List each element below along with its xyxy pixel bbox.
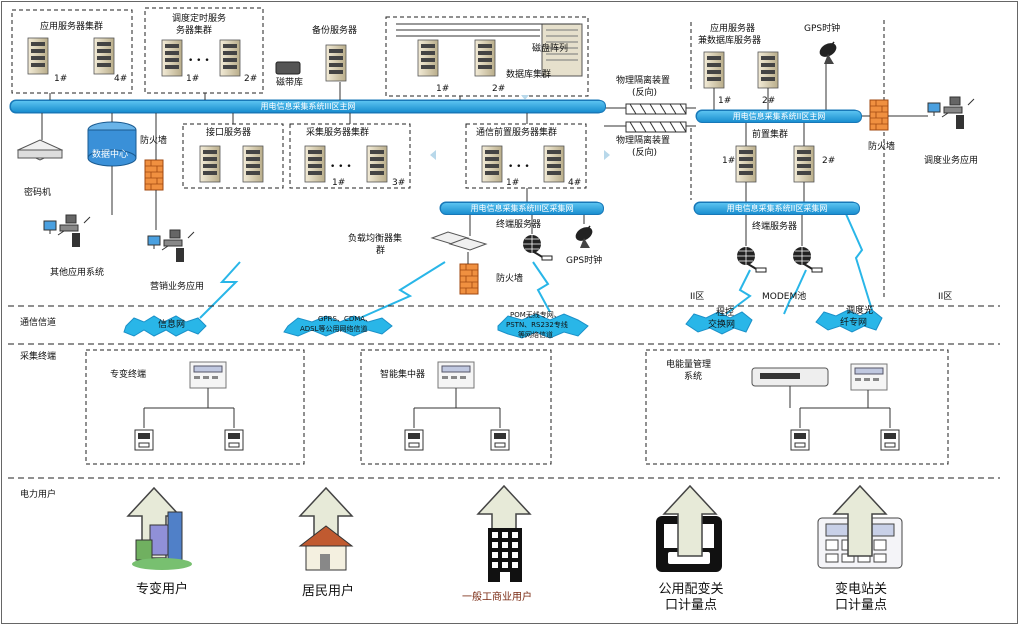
resident-user-label: 居民用户 [301,584,354,599]
collect-num-1: 1# [332,178,346,188]
front-num-2: 2# [822,156,836,166]
tape-library-label: 磁带库 [276,78,304,88]
exchange-net-label-2: 交换网 [708,320,736,330]
dispatch-num-2: 2# [244,74,258,84]
backup-server-label: 备份服务器 [312,26,358,36]
database-cluster-label: 数据库集群 [506,70,552,80]
app-server-num-1: 1# [54,74,68,84]
firewall-right-label: 防火墙 [868,142,896,152]
phys-isolation-2-label-1: 物理隔离装置 [616,136,671,146]
private-net-label-3: 等网络信道 [518,331,553,339]
app-db-num-2: 2# [762,96,776,106]
commercial-user-label: 一般工商业用户 [462,592,532,603]
terminal-server-left-label: 终端服务器 [496,220,542,230]
substation-label-2: 口计量点 [834,598,887,613]
gps-clock-mid-label: GPS时钟 [566,256,603,266]
app-db-cluster-label-1: 应用服务器 [710,24,756,34]
bus-main-iii: 用电信息采集系统III区主网 [10,100,606,113]
dispatch-dots: • • • [188,56,210,66]
db-num-1: 1# [436,84,450,94]
other-app-system-label: 其他应用系统 [50,268,105,278]
public-net-label-1: GPRS、CDMA、 [318,315,373,323]
app-db-num-1: 1# [718,96,732,106]
public-net-label-2: ADSL等公用网络信道 [300,325,368,333]
comm-num-4: 4# [568,178,582,188]
collect-server-cluster-label: 采集服务器集群 [306,128,370,138]
special-transformer-user-label: 专变用户 [135,582,188,597]
app-server-cluster-label: 应用服务器集群 [40,22,104,32]
firewall-mid-label: 防火墙 [496,274,524,284]
private-net-label-2: PSTN、RS232专线 [506,321,568,329]
db-num-2: 2# [492,84,506,94]
dispatch-app-label: 调度业务应用 [924,156,979,166]
app-server-num-4: 4# [114,74,128,84]
substation-label-1: 变电站关 [834,582,887,597]
fiber-net-label-1: 调度光 [846,306,874,316]
zone-ii-right-label: II区 [938,292,953,302]
section-terminal: 采集终端 [20,352,57,362]
dispatch-server-label-2: 务器集群 [176,26,213,36]
data-center-label: 数据中心 [92,150,129,160]
public-dist-label-1: 公用配变关 [658,582,724,597]
special-transformer-terminal-label: 专变终端 [110,370,147,380]
info-net-label: 信息网 [158,320,186,330]
comm-dots: • • • [508,162,530,172]
smart-concentrator-label: 智能集中器 [380,370,426,380]
firewall-left-label: 防火墙 [140,136,168,146]
bus-collect-ii: 用电信息采集系统II区采集网 [694,202,860,215]
load-balancer-label-1: 负载均衡器集 [348,234,403,244]
front-num-1: 1# [722,156,736,166]
zone-ii-left-label: II区 [690,292,705,302]
fiber-net-label-2: 纤专网 [840,318,868,328]
section-power-users: 电力用户 [20,490,57,500]
public-dist-label-2: 口计量点 [664,598,717,613]
phys-isolation-2-label-2: (反向) [632,148,658,158]
marketing-app-label: 营销业务应用 [150,282,205,292]
dispatch-num-1: 1# [186,74,200,84]
collect-dots: • • • [330,162,352,172]
app-db-cluster-label-2: 兼数据库服务器 [698,36,762,46]
dispatch-server-label-1: 调度定时服务 [172,14,227,24]
crypto-machine-label: 密码机 [24,188,52,198]
private-net-label-1: POM无线专网、 [510,311,561,319]
energy-mgmt-label-2: 系统 [684,372,703,382]
exchange-net-label-1: 程控 [716,308,735,318]
load-balancer-label-2: 群 [376,246,386,256]
bus-collect-iii: 用电信息采集系统III区采集网 [440,202,604,215]
phys-isolation-1-label-1: 物理隔离装置 [616,76,671,86]
energy-mgmt-label-1: 电能量管理 [666,360,712,370]
gps-clock-right-label: GPS时钟 [804,24,841,34]
modem-pool-label: MODEM池 [762,292,807,302]
phys-isolation-1-label-2: (反向) [632,88,658,98]
front-cluster-label: 前置集群 [752,130,789,140]
comm-num-1: 1# [506,178,520,188]
comm-front-cluster-label: 通信前置服务器集群 [476,128,558,138]
disk-array-label: 磁盘阵列 [532,44,569,54]
interface-server-label: 接口服务器 [206,128,252,138]
collect-num-3: 3# [392,178,406,188]
bus-main-ii: 用电信息采集系统II区主网 [696,110,862,123]
terminal-server-right-label: 终端服务器 [752,222,798,232]
section-channel: 通信信道 [20,318,57,328]
